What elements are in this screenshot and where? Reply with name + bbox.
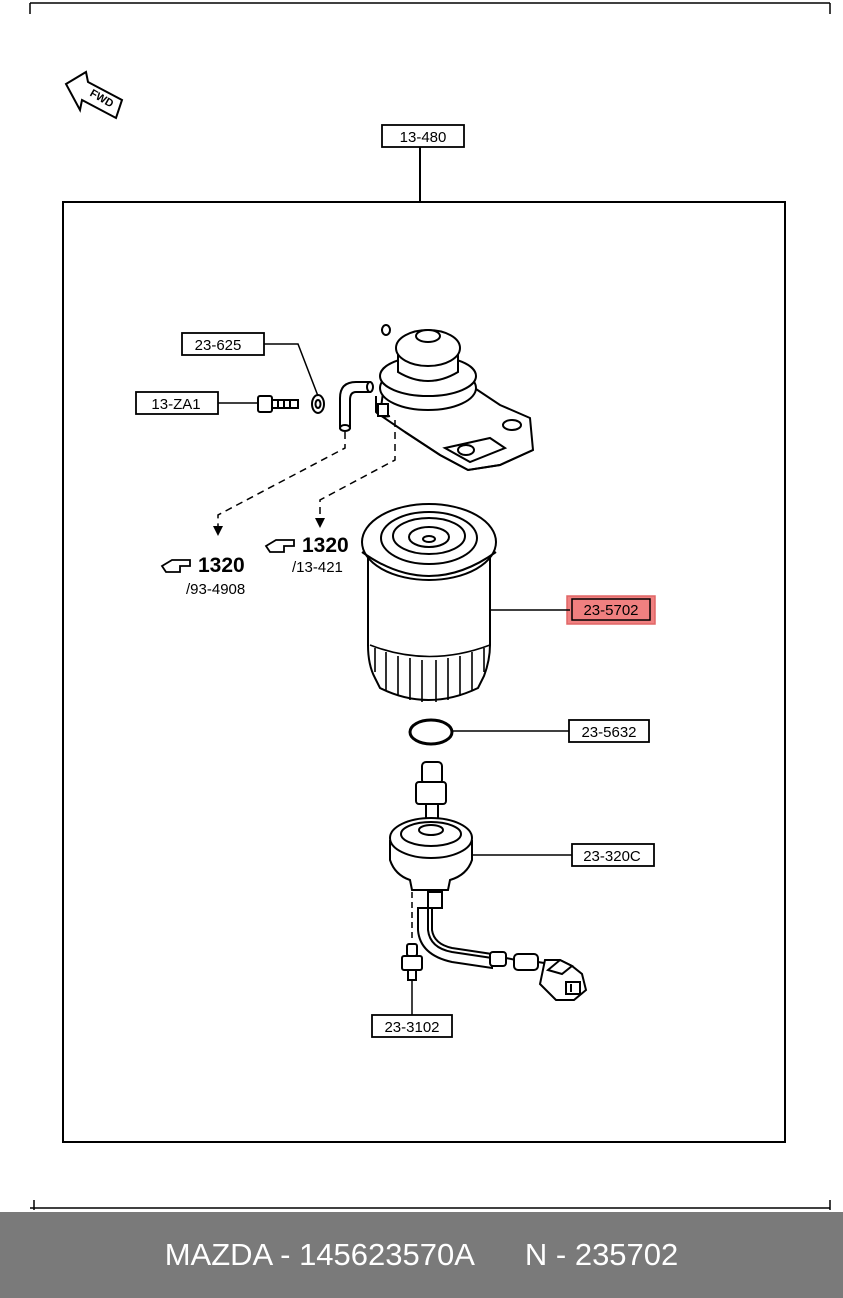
fwd-arrow-icon: FWD: [64, 70, 124, 120]
assembly-frame: [62, 201, 786, 1143]
crop-marks: [29, 2, 831, 1210]
reference-right-page: /13-421: [292, 559, 343, 576]
svg-text:23-320C: 23-320C: [583, 848, 641, 865]
footer-text: MAZDA - 145623570A N - 235702: [164, 1237, 679, 1272]
footer-part-number: 145623570A: [299, 1237, 474, 1272]
filter-head-drawing: [375, 324, 535, 472]
pointing-hand-icon: [160, 559, 191, 573]
label-gasket[interactable]: 23-625: [181, 332, 265, 356]
o-ring-drawing: [408, 718, 454, 746]
parts-diagram: FWD 13-480: [29, 2, 831, 1210]
svg-text:13-480: 13-480: [400, 129, 447, 146]
label-filter-cartridge[interactable]: 23-5702: [566, 595, 656, 625]
svg-text:23-3102: 23-3102: [384, 1019, 439, 1036]
label-bolt[interactable]: 13-ZA1: [135, 391, 219, 415]
wire-harness-drawing: [417, 891, 588, 1001]
sensor-housing-drawing: [389, 761, 473, 891]
reference-left[interactable]: 1320 /93-4908: [160, 554, 245, 598]
pointing-hand-icon: [264, 539, 295, 553]
filter-cartridge-drawing: [361, 503, 497, 702]
svg-text:23-625: 23-625: [195, 337, 242, 354]
gasket-washer-drawing: [311, 394, 325, 414]
elbow-fitting-drawing: [339, 381, 374, 432]
footer-bar: MAZDA - 145623570A N - 235702: [0, 1212, 843, 1298]
leader-gasket: [264, 343, 319, 397]
reference-left-page: /93-4908: [186, 581, 245, 598]
reference-right[interactable]: 1320 /13-421: [264, 534, 349, 576]
reference-left-section: 1320: [198, 554, 245, 577]
svg-text:23-5702: 23-5702: [583, 602, 638, 619]
reference-dashed-lines: [217, 420, 396, 528]
reference-right-section: 1320: [302, 534, 349, 557]
label-sensor-housing[interactable]: 23-320C: [571, 843, 655, 867]
svg-text:13-ZA1: 13-ZA1: [151, 396, 200, 413]
bolt-drawing: [257, 395, 299, 413]
label-drain-plug[interactable]: 23-3102: [371, 1014, 453, 1038]
footer-n-code: 235702: [574, 1237, 679, 1272]
footer-brand: MAZDA: [164, 1237, 272, 1272]
svg-text:23-5632: 23-5632: [581, 724, 636, 741]
label-o-ring[interactable]: 23-5632: [568, 719, 650, 743]
drain-plug-drawing: [401, 892, 423, 981]
reference-arrowheads: [213, 518, 325, 536]
label-top-assembly[interactable]: 13-480: [381, 124, 465, 148]
